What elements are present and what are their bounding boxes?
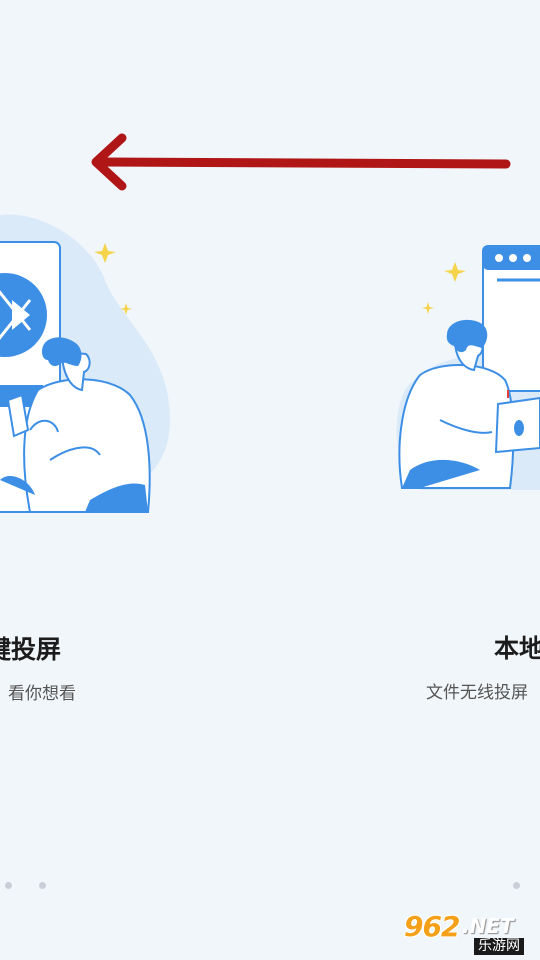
sparkle-icon [94, 243, 116, 263]
sparkle-icon [120, 303, 132, 315]
slide-title: 本地 [494, 634, 540, 663]
sparkle-icon [422, 302, 434, 314]
page-indicator-dot[interactable] [5, 882, 12, 889]
swipe-left-arrow-icon [91, 133, 511, 191]
watermark-chinese: 乐游网 [474, 938, 524, 955]
local-file-cast-illustration [396, 245, 540, 490]
watermark-domain: .NET [462, 914, 514, 938]
slide-subtitle: 文件无线投屏 [426, 683, 528, 703]
page-indicator-dot[interactable] [39, 882, 46, 889]
watermark-number: 962 [404, 910, 460, 943]
watermark-logo: 962 .NET 乐游网 [400, 910, 536, 956]
sparkle-icon [444, 262, 466, 282]
slide-subtitle: 看你想看 [8, 684, 76, 704]
page-indicator-dot[interactable] [513, 882, 520, 889]
screen-cast-illustration [0, 214, 170, 513]
slide-title: 键投屏 [0, 635, 62, 664]
